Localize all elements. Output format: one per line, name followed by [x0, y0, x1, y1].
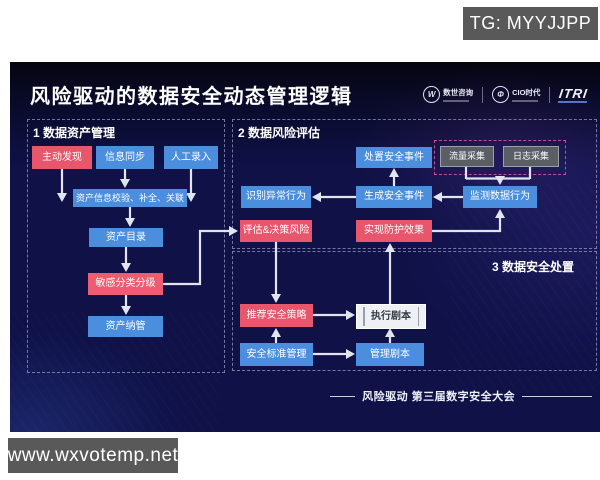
dworld-logo-label: 数世咨询: [443, 88, 474, 97]
footer-text: 风险驱动 第三届数字安全大会: [362, 391, 516, 403]
node-handle-event: 处置安全事件: [356, 147, 432, 168]
node-asset-manage: 资产纳管: [88, 316, 163, 337]
section-3-frame: [232, 251, 597, 371]
watermark-badge: www.wxvotemp.net: [8, 438, 178, 473]
slide: 风险驱动的数据安全动态管理逻辑 W 数世咨询 Φ CIO时代 ITRI 1 数据…: [10, 62, 600, 432]
logo-dworld: W 数世咨询: [423, 86, 473, 103]
node-asset-verify: 资产信息校验、补全、关联: [73, 189, 187, 207]
section-2-label: 2 数据风险评估: [238, 126, 321, 140]
node-generate-event: 生成安全事件: [356, 186, 432, 208]
node-traffic-collect: 流量采集: [440, 146, 494, 167]
logo-subline: [512, 100, 539, 102]
footer-line: [330, 395, 356, 397]
node-standard-manage: 安全标准管理: [240, 343, 313, 366]
logo-cio: Φ CIO时代: [492, 86, 540, 103]
node-manual-entry: 人工录入: [164, 146, 218, 169]
logo-row: W 数世咨询 Φ CIO时代 ITRI: [423, 86, 590, 103]
node-recommend-policy: 推荐安全策略: [240, 304, 313, 327]
section-2-frame: [232, 119, 597, 249]
cio-logo-icon: Φ: [492, 86, 510, 103]
logo-divider: [549, 86, 551, 103]
node-detect-behavior: 监测数据行为: [463, 186, 537, 208]
logo-itri: ITRI: [558, 86, 590, 103]
logo-subline: [443, 100, 470, 102]
footer-line: [522, 395, 592, 397]
dworld-logo-icon: W: [423, 86, 441, 103]
node-protect-effect: 实现防护效果: [356, 220, 432, 242]
collect-group-frame: [434, 140, 566, 175]
section-3-label: 3 数据安全处置: [492, 260, 575, 274]
node-identify-abnormal: 识别异常行为: [241, 186, 311, 208]
itri-logo-label: ITRI: [558, 86, 590, 103]
node-manage-playbook: 管理剧本: [356, 343, 424, 366]
node-execute-playbook: 执行剧本: [356, 304, 426, 329]
logo-divider: [482, 86, 484, 103]
node-log-collect: 日志采集: [503, 146, 559, 167]
page-title: 风险驱动的数据安全动态管理逻辑: [30, 86, 353, 108]
node-assess-risk: 评估&决策风险: [240, 220, 312, 242]
node-sensitive-classify: 敏感分类分级: [88, 273, 163, 295]
tg-badge: TG: MYYJJPP: [463, 7, 598, 40]
slide-footer: 风险驱动 第三届数字安全大会: [330, 389, 592, 403]
node-active-discovery: 主动发现: [32, 146, 92, 169]
section-1-label: 1 数据资产管理: [33, 126, 116, 140]
node-info-sync: 信息同步: [96, 146, 154, 169]
node-asset-catalog: 资产目录: [89, 228, 163, 247]
cio-logo-label: CIO时代: [512, 88, 541, 97]
